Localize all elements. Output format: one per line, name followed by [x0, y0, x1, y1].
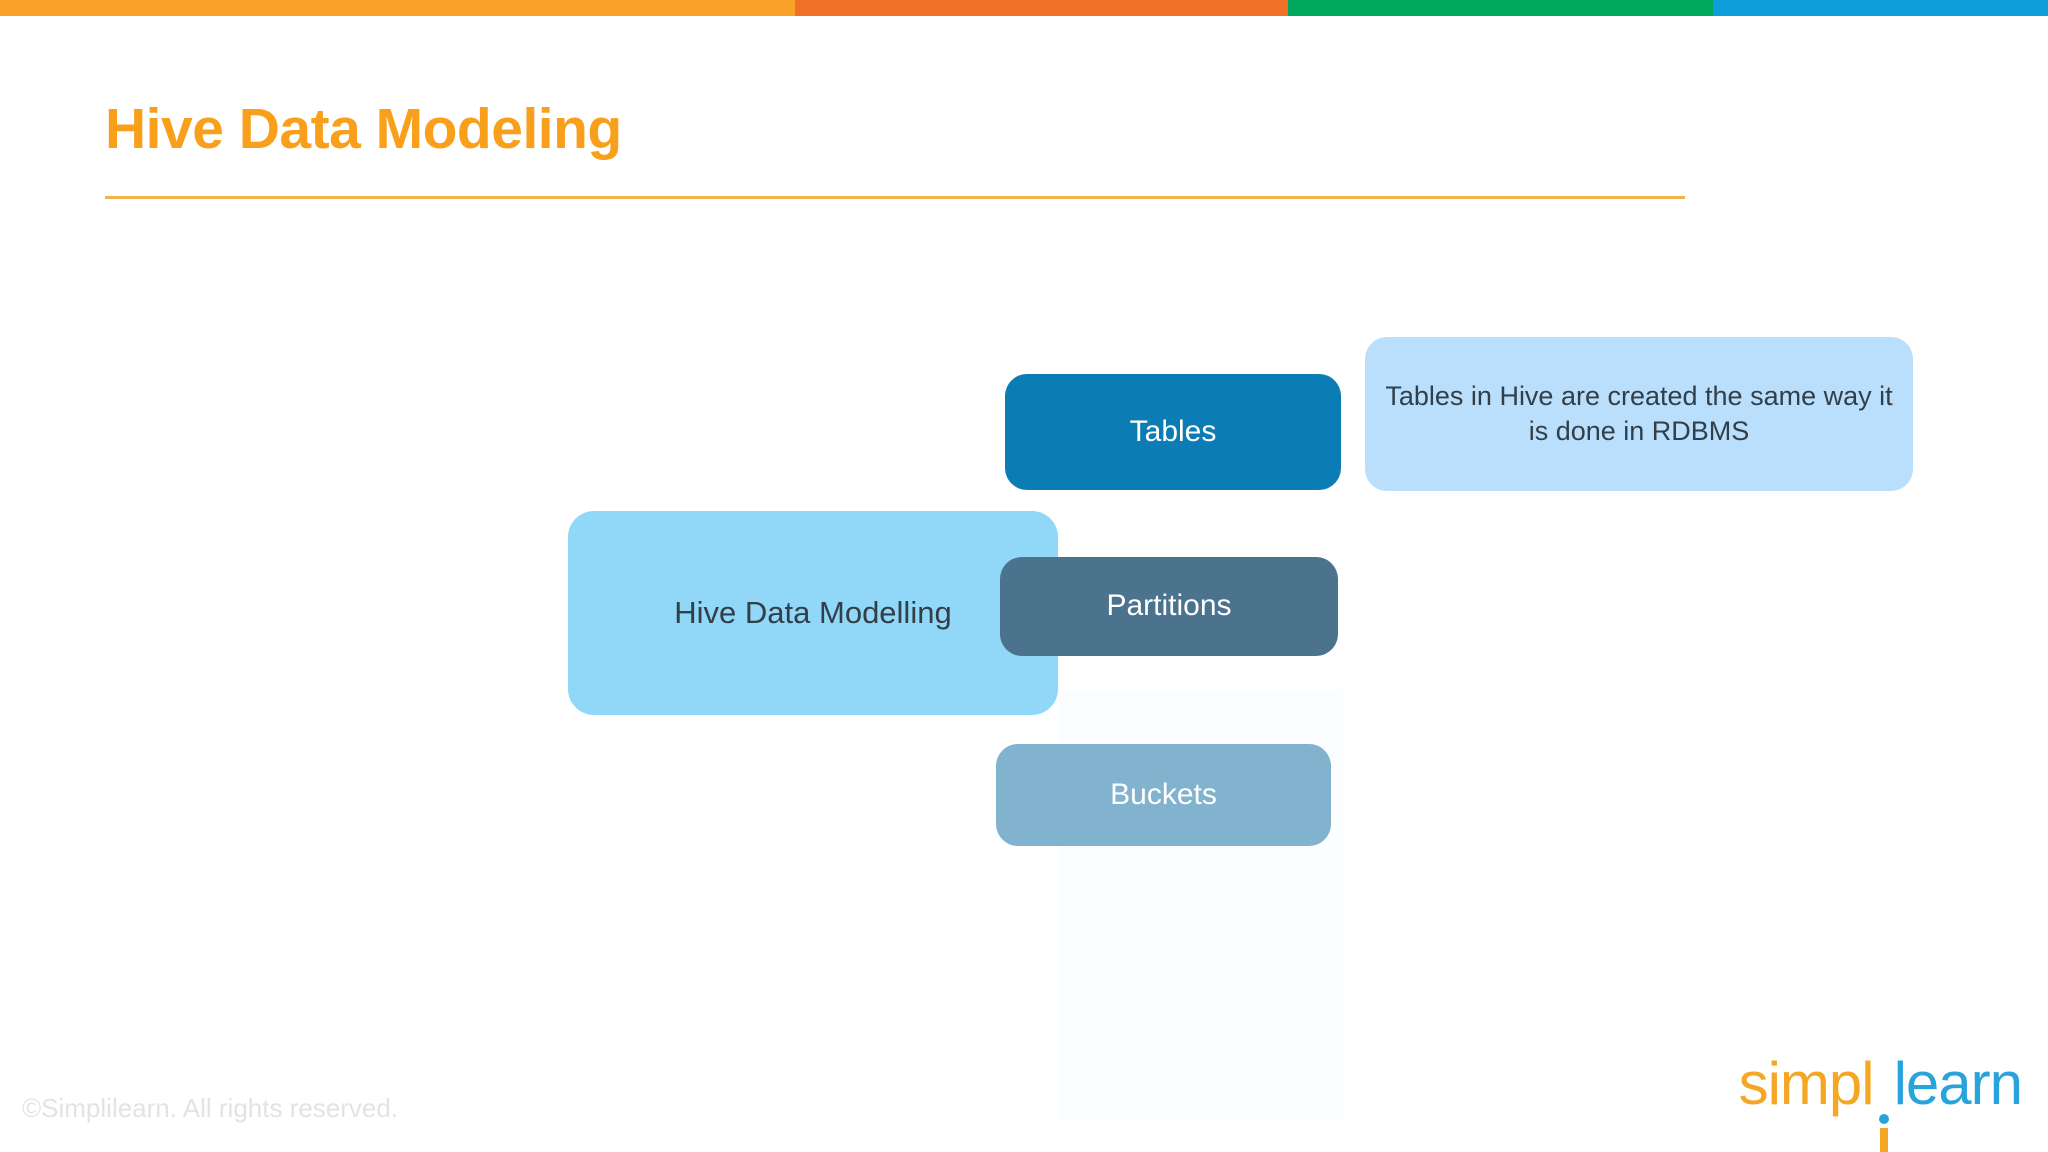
diagram-node-buckets[interactable]: Buckets [996, 744, 1331, 846]
diagram-node-partitions-label: Partitions [1106, 589, 1232, 623]
diagram-callout-tables-description-text: Tables in Hive are created the same way … [1385, 381, 1893, 446]
logo-text-learn: learn [1893, 1050, 2023, 1117]
copyright-text: ©Simplilearn. All rights reserved. [22, 1093, 399, 1123]
topbar-segment-blue [1713, 0, 2048, 16]
diagram-node-tables[interactable]: Tables [1005, 374, 1341, 490]
topbar-segment-orange [795, 0, 1288, 16]
diagram-node-hive-data-modelling-label: Hive Data Modelling [674, 595, 952, 631]
diagram-callout-tables-description: Tables in Hive are created the same way … [1365, 337, 1913, 491]
diagram-node-tables-label: Tables [1129, 414, 1217, 448]
title-underline-rule [105, 196, 1685, 199]
logo-i-stem-icon [1879, 1128, 1888, 1152]
logo-i-dot-icon [1878, 1114, 1889, 1124]
diagram-node-buckets-label: Buckets [1110, 777, 1217, 811]
top-color-bar [0, 0, 2048, 16]
diagram-node-partitions[interactable]: Partitions [1000, 557, 1338, 656]
topbar-segment-green [1288, 0, 1713, 16]
topbar-segment-amber [0, 0, 795, 16]
page-title: Hive Data Modeling [105, 97, 622, 161]
diagram-node-hive-data-modelling[interactable]: Hive Data Modelling [568, 511, 1058, 715]
logo-text-simpl: simpl [1738, 1050, 1875, 1117]
